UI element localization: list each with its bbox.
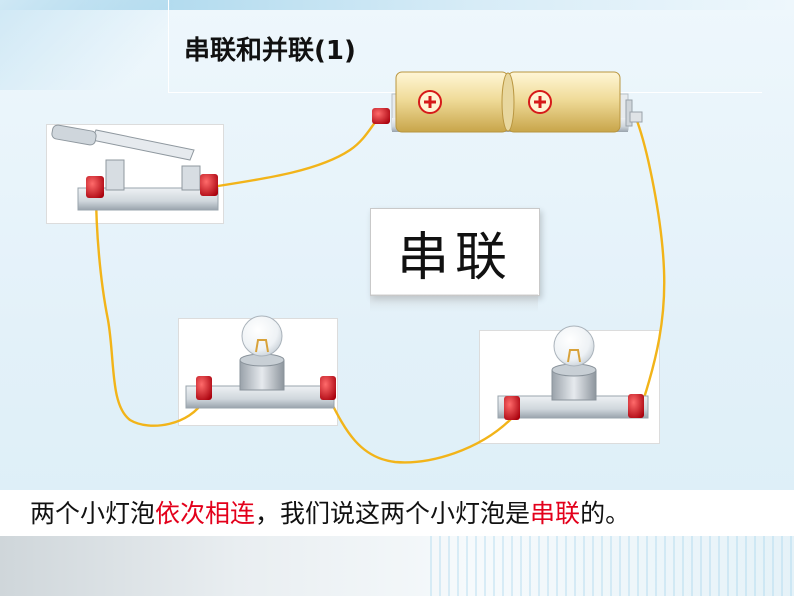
caption-part-1: 两个小灯泡 <box>30 499 156 528</box>
corner-decor <box>0 0 170 90</box>
knife-switch <box>51 124 219 211</box>
bulb-2 <box>497 325 649 420</box>
bulb-1 <box>185 315 336 409</box>
caption-part-5: 的。 <box>580 499 631 528</box>
series-label: 串联 <box>396 227 513 288</box>
caption-part-3: ，我们说这两个小灯泡是 <box>255 499 531 528</box>
title-divider-vertical <box>168 0 169 93</box>
top-decor-strip <box>0 0 794 10</box>
wire-switch-to-battery <box>216 114 382 188</box>
caption-highlight-1: 依次相连 <box>155 499 256 528</box>
wires <box>94 114 666 464</box>
caption-bar <box>0 490 794 536</box>
slide-title: 串联和并联(1) <box>184 36 356 66</box>
battery-cell-1 <box>395 71 509 133</box>
battery-terminal <box>372 108 390 124</box>
wire-battery-to-bulb2 <box>634 116 666 400</box>
wire-bulb1-to-switch <box>94 188 206 427</box>
wire-bulb2-to-bulb1 <box>328 398 514 464</box>
label-reflection <box>370 294 538 312</box>
switch-terminal-left <box>86 176 104 198</box>
caption-text: 两个小灯泡依次相连，我们说这两个小灯泡是串联的。 <box>30 494 630 530</box>
caption-highlight-2: 串联 <box>530 499 581 528</box>
bottom-decor <box>0 536 794 596</box>
battery <box>372 71 643 133</box>
series-label-box: 串联 <box>370 208 540 296</box>
bottom-decor-stripes <box>430 536 794 596</box>
switch-terminal-right <box>200 174 218 196</box>
battery-cell-2 <box>507 71 621 133</box>
